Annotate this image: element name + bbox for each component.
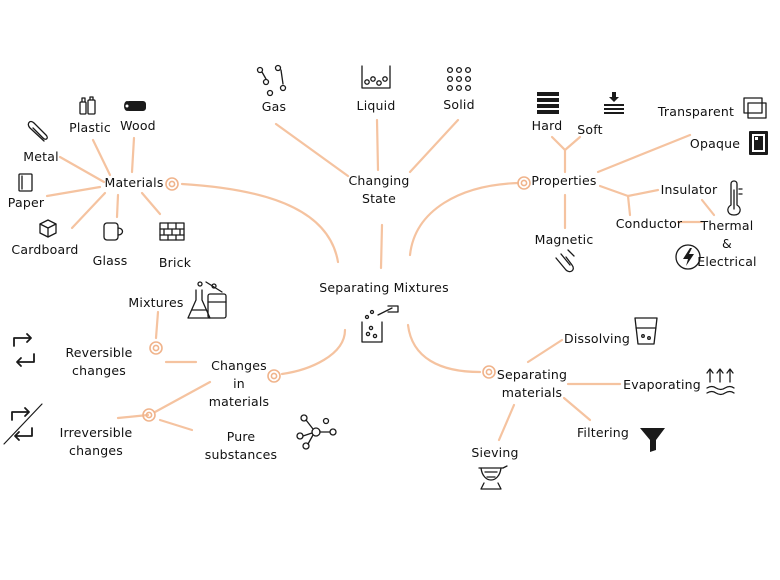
molecule-icon <box>296 414 337 450</box>
label-opaque: Opaque <box>689 136 741 151</box>
label-mixtures: Mixtures <box>128 295 184 310</box>
changes-title: Changes in materials <box>208 358 270 409</box>
irreversible-cycle-icon <box>3 403 43 445</box>
node-properties <box>517 176 531 190</box>
brick-wall-icon <box>159 222 185 241</box>
branch-separating <box>406 323 482 374</box>
label-metal: Metal <box>23 149 59 164</box>
changing-state-title: Changing State <box>348 173 410 206</box>
sieve-icon <box>478 465 508 490</box>
label-soft: Soft <box>577 122 603 137</box>
node-mixtures <box>149 341 163 355</box>
label-brick: Brick <box>158 255 192 270</box>
label-glass: Glass <box>92 253 128 268</box>
thermometer-icon <box>727 180 743 216</box>
funnel-icon <box>640 428 665 452</box>
paper-clip-icon <box>27 120 48 142</box>
label-filtering: Filtering <box>576 425 630 440</box>
branch-materials <box>180 182 340 264</box>
branch-nodes <box>142 176 531 422</box>
label-dissolving: Dissolving <box>564 331 630 346</box>
label-hard: Hard <box>531 118 563 133</box>
label-pure-substances: Pure substances <box>204 429 278 462</box>
paper-icon <box>18 173 33 192</box>
transparent-window-icon <box>743 97 767 119</box>
label-paper: Paper <box>7 195 45 210</box>
liquid-beaker-icon <box>361 65 391 89</box>
glass-jar-icon <box>103 222 124 241</box>
center-title: Separating Mixtures <box>319 280 449 295</box>
wood-log-icon <box>124 101 146 111</box>
cardboard-box-icon <box>39 219 57 238</box>
node-irreversible <box>142 408 156 422</box>
soft-compress-icon <box>604 92 624 114</box>
label-sieving: Sieving <box>471 445 519 460</box>
label-transparent: Transparent <box>657 104 735 119</box>
label-wood: Wood <box>120 118 156 133</box>
magnet-icon <box>555 249 575 273</box>
materials-title: Materials <box>104 175 164 190</box>
water-glass-icon <box>634 317 658 345</box>
gas-particles-icon <box>256 64 287 97</box>
hard-layers-icon <box>537 92 559 114</box>
label-evaporating: Evaporating <box>623 377 701 392</box>
branch-changing-state <box>379 223 384 270</box>
label-gas: Gas <box>261 99 287 114</box>
connector-lines <box>45 118 716 442</box>
node-separating <box>482 365 496 379</box>
separating-title: Separating materials <box>496 367 568 400</box>
branch-changes <box>280 328 347 376</box>
label-thermal-electrical: Thermal & Electrical <box>697 218 757 269</box>
label-solid: Solid <box>443 97 475 112</box>
chemistry-flasks-icon <box>187 281 227 319</box>
node-changes <box>267 369 281 383</box>
label-irreversible: Irreversible changes <box>59 425 133 458</box>
lightning-bolt-icon <box>683 248 694 266</box>
label-liquid: Liquid <box>356 98 396 113</box>
separating-beaker-icon <box>361 305 399 343</box>
node-materials <box>165 177 179 191</box>
label-plastic: Plastic <box>69 120 111 135</box>
label-magnetic: Magnetic <box>534 232 594 247</box>
label-insulator: Insulator <box>660 182 718 197</box>
branch-properties <box>408 181 520 257</box>
reversible-cycle-icon <box>13 333 35 367</box>
label-cardboard: Cardboard <box>11 242 79 257</box>
label-conductor: Conductor <box>615 216 683 231</box>
properties-title: Properties <box>531 173 597 188</box>
plastic-bottle-icon <box>79 96 96 115</box>
label-reversible: Reversible changes <box>65 345 133 378</box>
evaporation-icon <box>706 368 735 396</box>
solid-particles-icon <box>446 66 472 92</box>
electricity-icon <box>675 244 701 270</box>
opaque-panel-icon <box>749 131 768 155</box>
